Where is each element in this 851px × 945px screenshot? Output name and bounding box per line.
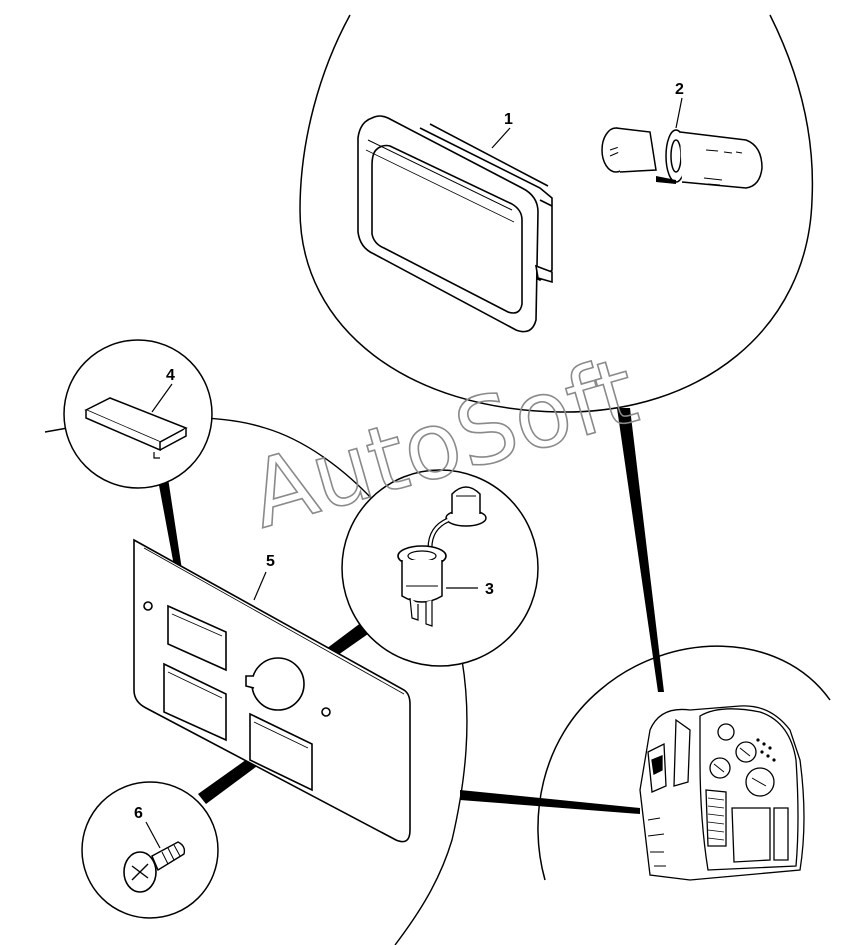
callout-5: 5	[266, 553, 275, 570]
part-4-detail-circle	[63, 339, 213, 489]
leader-1	[491, 127, 511, 149]
dashboard-detail-circle	[537, 645, 831, 881]
callout-3: 3	[485, 581, 494, 598]
part-5-switch-panel	[133, 538, 411, 843]
part-1-lamp	[357, 115, 553, 333]
dashboard-scene	[639, 705, 805, 881]
leader-2	[675, 97, 683, 129]
callout-6: 6	[134, 805, 143, 822]
part-6-detail-circle	[81, 781, 219, 919]
part-3-detail-circle	[341, 469, 539, 667]
callout-2: 2	[675, 81, 684, 98]
callout-4: 4	[166, 367, 175, 384]
part-2-lighter-element	[601, 127, 763, 189]
top-detail-circle	[299, 14, 814, 413]
callout-1: 1	[504, 111, 513, 128]
